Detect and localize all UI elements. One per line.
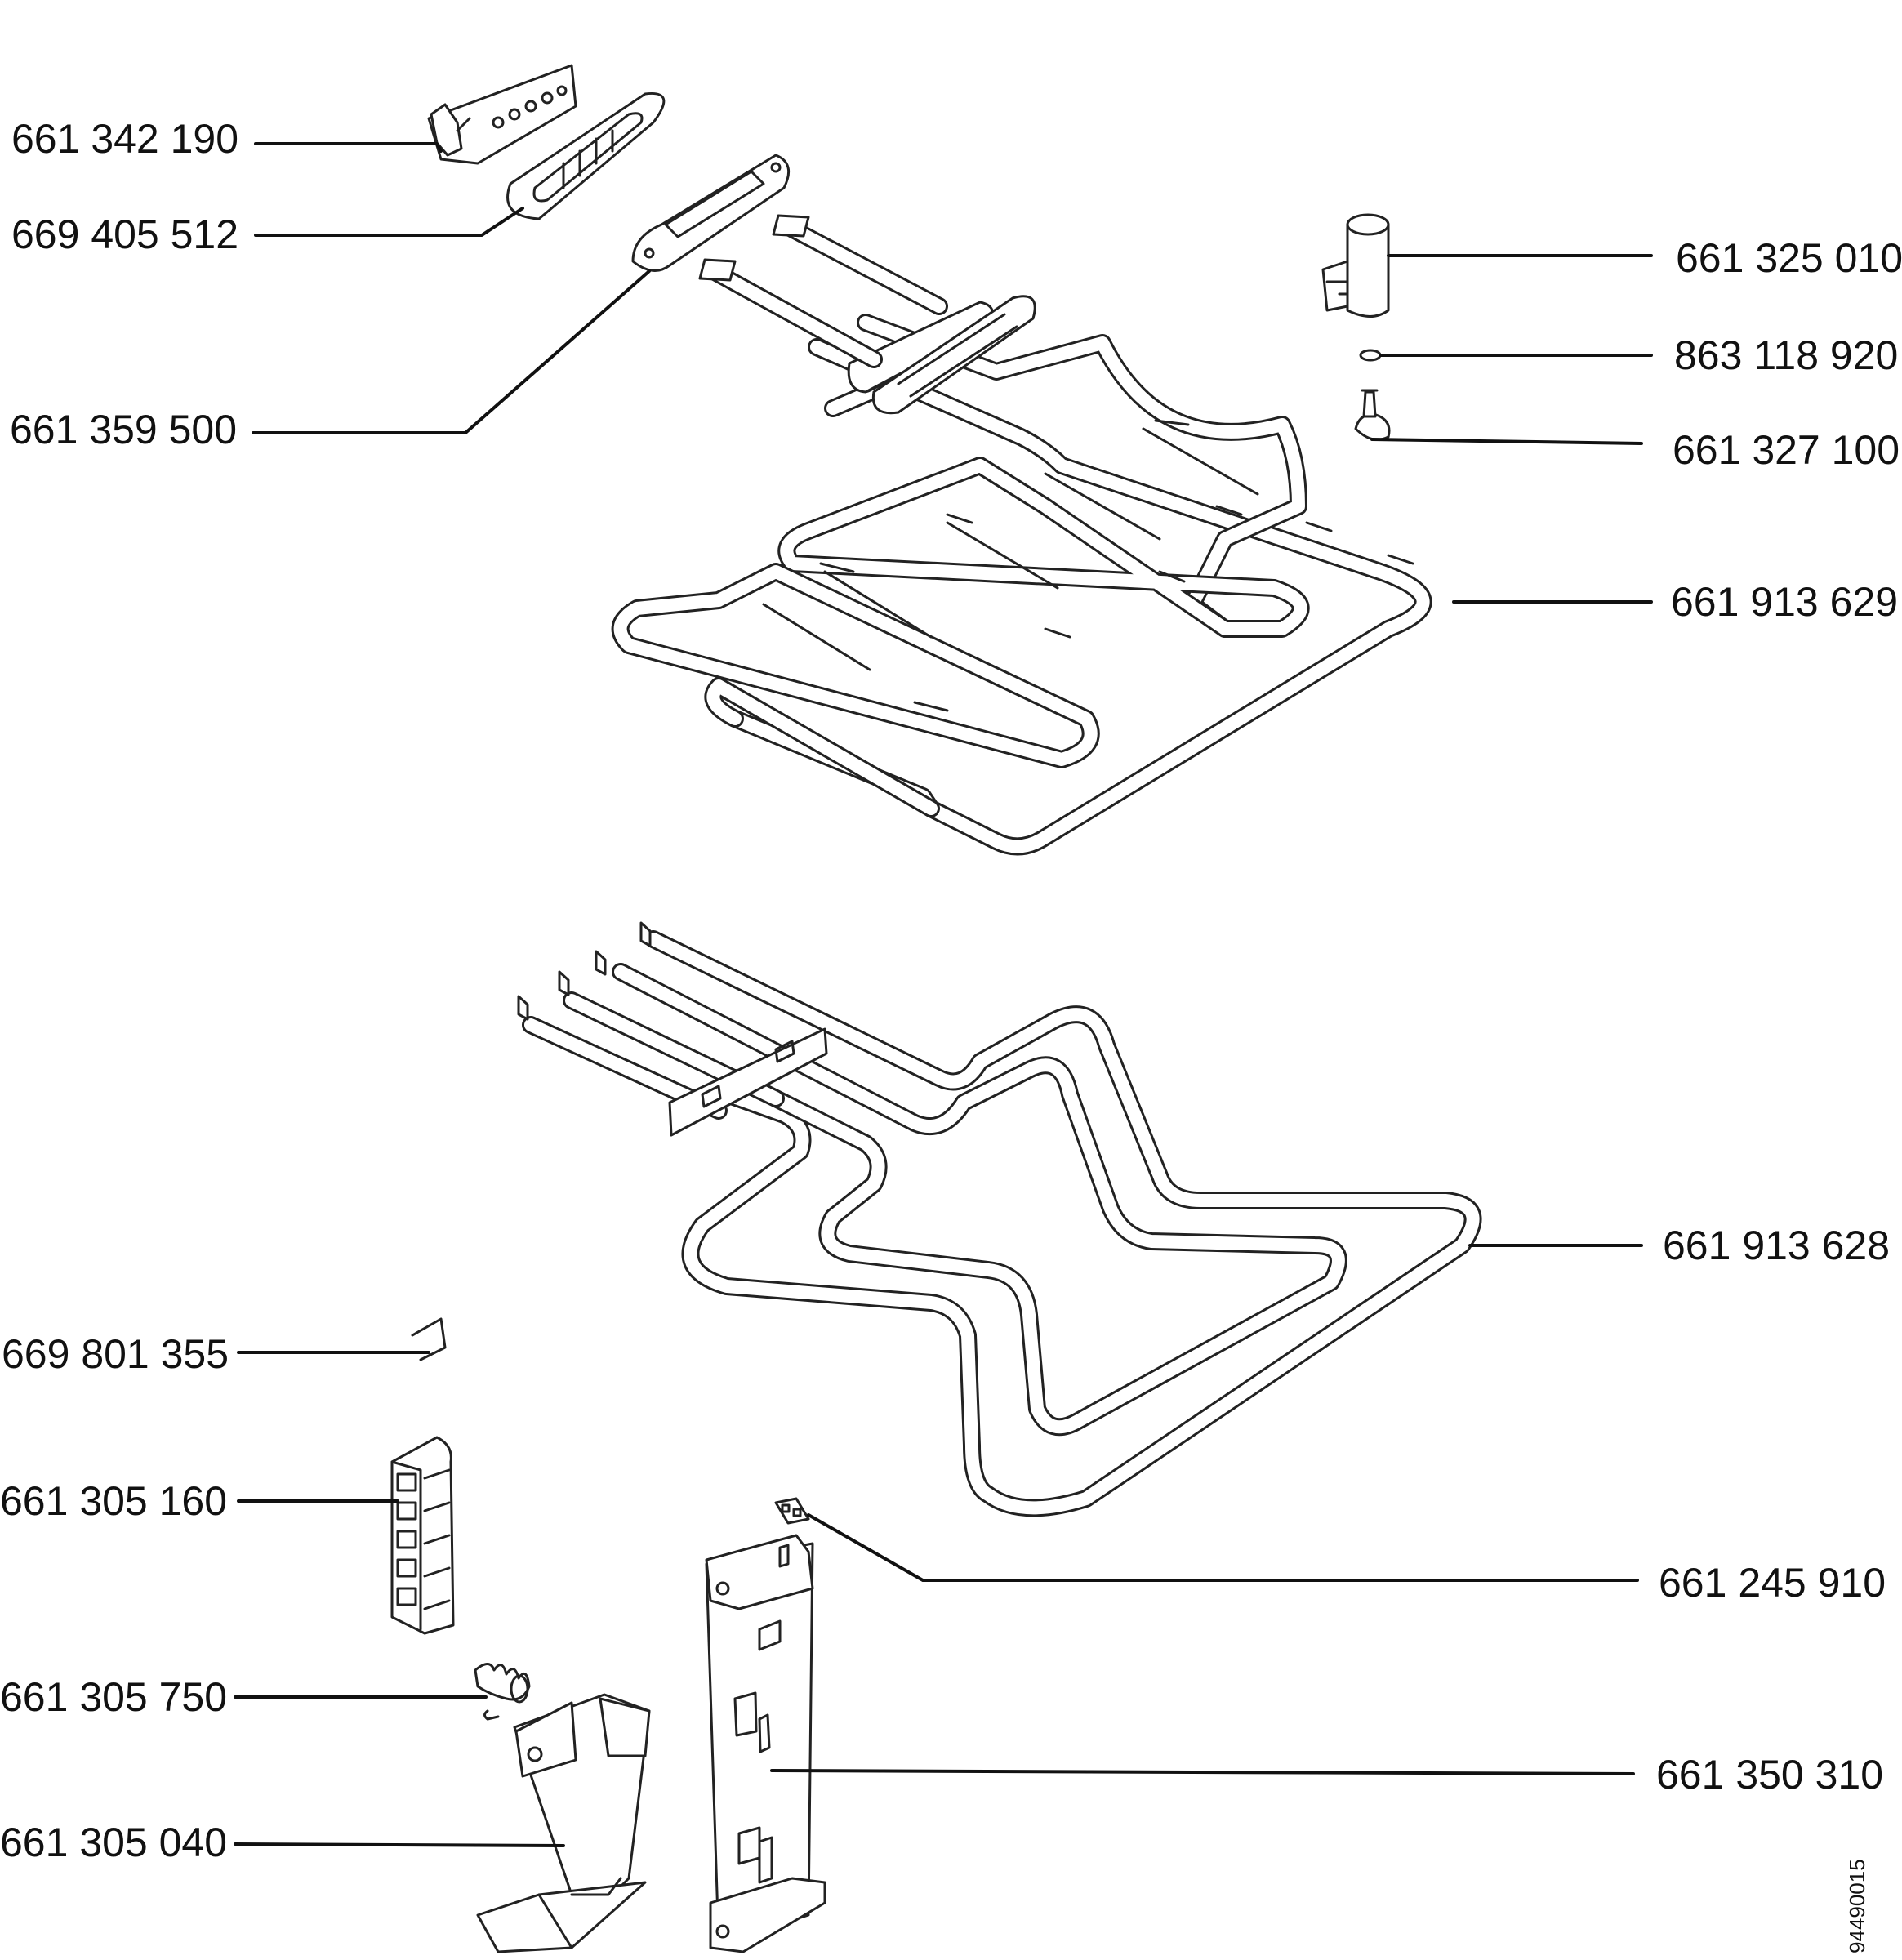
label-669-801-355: 669 801 355 bbox=[2, 1331, 229, 1377]
label-661-327-100: 661 327 100 bbox=[1673, 427, 1900, 473]
lower-oven-heating-element bbox=[517, 921, 1482, 1517]
leader-661-245-910 bbox=[807, 1513, 1639, 1582]
label-661-342-190: 661 342 190 bbox=[11, 116, 238, 162]
label-661-245-910: 661 245 910 bbox=[1659, 1560, 1886, 1606]
sensor-holder-part bbox=[1321, 213, 1390, 318]
drawing-code: 94490015 bbox=[1845, 1859, 1869, 1953]
label-661-305-750: 661 305 750 bbox=[0, 1674, 227, 1720]
label-661-913-629: 661 913 629 bbox=[1671, 579, 1898, 625]
mounting-rail-part bbox=[705, 1534, 826, 1953]
label-661-359-500: 661 359 500 bbox=[10, 407, 237, 452]
leader-661-305-040 bbox=[234, 1842, 565, 1847]
terminal-bracket-part bbox=[427, 64, 577, 165]
label-863-118-920: 863 118 920 bbox=[1674, 332, 1898, 378]
leader-661-359-500 bbox=[252, 270, 651, 434]
leader-661-327-100 bbox=[1370, 438, 1643, 445]
sensor-bulb-part bbox=[1354, 389, 1391, 441]
leader-661-350-310 bbox=[770, 1769, 1635, 1775]
clip-part bbox=[411, 1317, 447, 1361]
part-number-labels: 661 342 190 669 405 512 661 359 500 661 … bbox=[0, 116, 1902, 1865]
label-661-325-010: 661 325 010 bbox=[1676, 235, 1902, 281]
seal-gasket-part bbox=[506, 91, 666, 220]
label-669-405-512: 669 405 512 bbox=[11, 212, 238, 257]
label-661-913-628: 661 913 628 bbox=[1663, 1223, 1890, 1268]
label-661-305-040: 661 305 040 bbox=[0, 1820, 227, 1865]
leader-669-405-512 bbox=[254, 207, 524, 237]
spring-part bbox=[474, 1663, 531, 1721]
terminal-block-part bbox=[390, 1436, 455, 1635]
mounting-plate-part bbox=[631, 154, 791, 272]
leader-661-342-190 bbox=[254, 142, 443, 153]
leader-lines bbox=[234, 142, 1653, 1847]
upper-grill-heating-element bbox=[611, 214, 1432, 856]
support-bracket-part bbox=[476, 1693, 651, 1953]
o-ring-part bbox=[1359, 349, 1382, 362]
label-661-350-310: 661 350 310 bbox=[1656, 1752, 1883, 1797]
label-661-305-160: 661 305 160 bbox=[0, 1478, 227, 1524]
thermal-fuse-part bbox=[774, 1497, 810, 1525]
